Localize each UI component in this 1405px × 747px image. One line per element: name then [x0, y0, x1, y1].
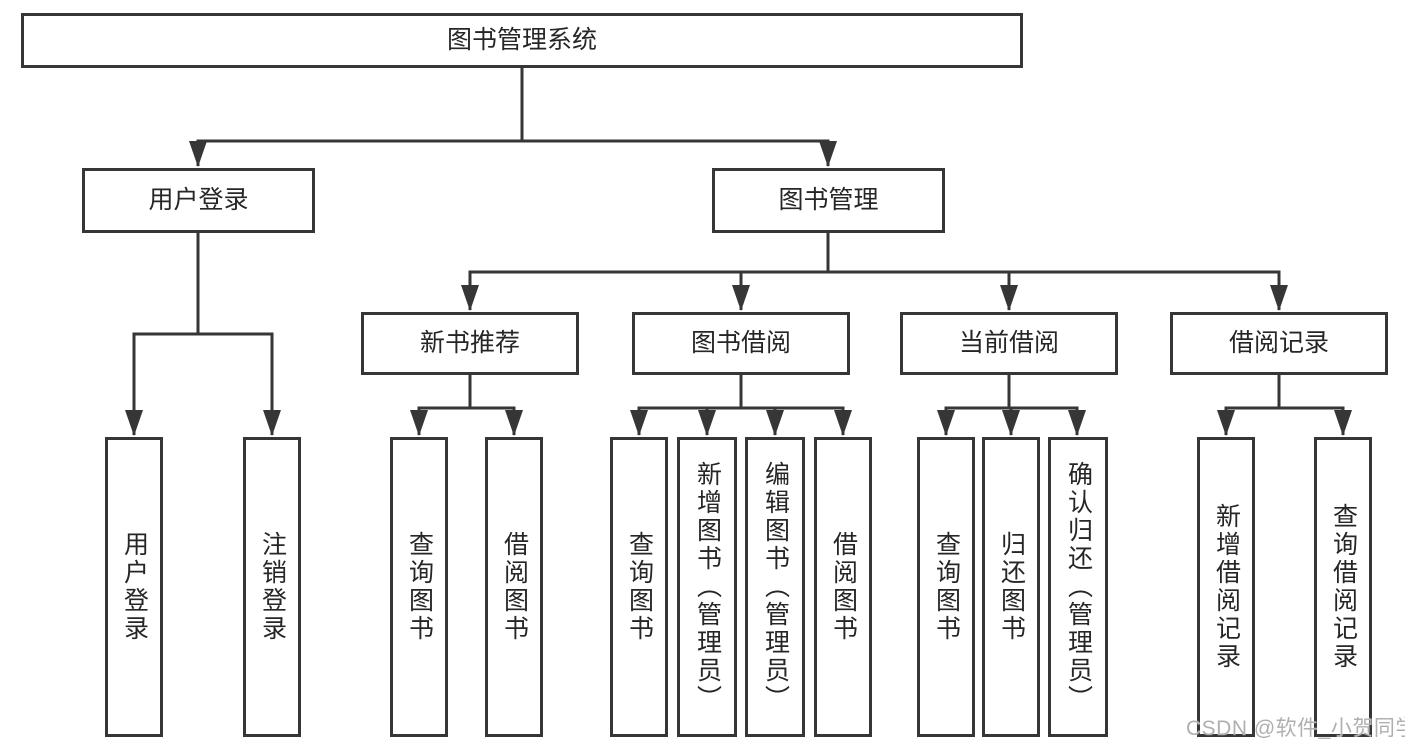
node-label: 借阅记录: [1228, 329, 1329, 357]
node-label: 新书推荐: [419, 329, 520, 357]
node-label: 借阅图书: [829, 531, 858, 643]
leaf-query-books-current: 查询图书: [917, 437, 975, 737]
node-new-book-recommend: 新书推荐: [361, 312, 579, 375]
leaf-user-login: 用户登录: [105, 437, 163, 737]
node-label: 查询图书: [625, 531, 654, 643]
node-book-management: 图书管理: [712, 168, 945, 233]
node-label: 归还图书: [997, 531, 1026, 643]
node-book-borrow: 图书借阅: [632, 312, 850, 375]
node-label: 当前借阅: [958, 329, 1059, 357]
node-user-login: 用户登录: [82, 168, 315, 233]
leaf-return-books: 归还图书: [982, 437, 1040, 737]
node-label: 确认归还（管理员）: [1064, 461, 1093, 713]
node-label: 新增借阅记录: [1212, 503, 1241, 671]
connector-user-login-split: [125, 233, 281, 436]
leaf-borrow-books-recommend: 借阅图书: [485, 437, 543, 737]
csdn-watermark: CSDN @软件_小贺同学: [1186, 717, 1405, 740]
leaf-confirm-return-admin: 确认归还（管理员）: [1048, 437, 1108, 737]
node-label: 查询借阅记录: [1329, 503, 1358, 671]
leaf-query-borrow-record: 查询借阅记录: [1314, 437, 1372, 737]
leaf-logout: 注销登录: [243, 437, 301, 737]
connector-borrow-records-split: [1217, 375, 1352, 436]
connector-current-borrow-split: [937, 375, 1086, 436]
leaf-query-books-recommend: 查询图书: [390, 437, 448, 737]
node-label: 借阅图书: [500, 531, 529, 643]
node-label: 查询图书: [932, 531, 961, 643]
leaf-add-borrow-record: 新增借阅记录: [1197, 437, 1255, 737]
connector-book-borrow-split: [630, 375, 852, 436]
leaf-borrow-books: 借阅图书: [814, 437, 872, 737]
node-label: 图书管理系统: [446, 26, 597, 54]
connector-root-split: [189, 68, 837, 167]
node-label: 用户登录: [148, 186, 249, 214]
leaf-add-books-admin: 新增图书（管理员）: [677, 437, 737, 737]
node-label: 图书借阅: [690, 329, 791, 357]
node-borrow-records: 借阅记录: [1170, 312, 1388, 375]
node-label: 用户登录: [120, 531, 149, 643]
node-label: 新增图书（管理员）: [693, 461, 722, 713]
connector-book-management-split: [461, 233, 1288, 311]
node-label: 图书管理: [778, 186, 879, 214]
node-label: 编辑图书（管理员）: [761, 461, 790, 713]
node-current-borrow: 当前借阅: [900, 312, 1118, 375]
connector-new-book-split: [410, 375, 523, 436]
node-label: 查询图书: [405, 531, 434, 643]
leaf-edit-books-admin: 编辑图书（管理员）: [745, 437, 805, 737]
node-library-system: 图书管理系统: [21, 13, 1023, 68]
node-label: 注销登录: [258, 531, 287, 643]
leaf-query-books-borrow: 查询图书: [610, 437, 668, 737]
